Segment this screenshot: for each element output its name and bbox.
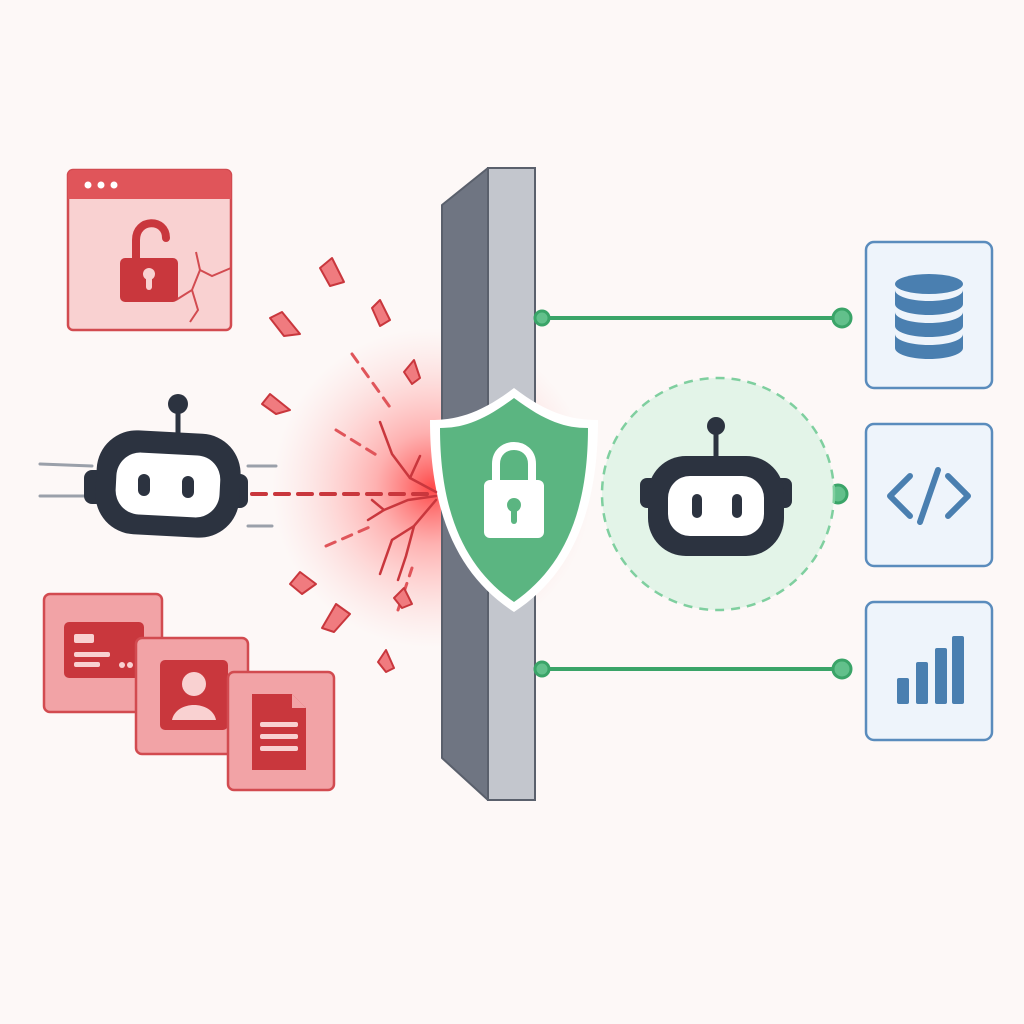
shards bbox=[261, 257, 421, 673]
code-icon bbox=[887, 467, 971, 525]
leaked-card-credit bbox=[42, 592, 164, 714]
leaked-card-document bbox=[226, 670, 336, 792]
user-profile-icon bbox=[160, 660, 228, 730]
unlocked-padlock-icon bbox=[120, 219, 178, 302]
compromised-window bbox=[66, 168, 233, 332]
credit-card-icon bbox=[64, 622, 144, 678]
service-analytics[interactable] bbox=[864, 600, 994, 742]
leaked-card-profile bbox=[134, 636, 250, 756]
impact-cracks bbox=[366, 420, 438, 582]
service-code[interactable] bbox=[864, 422, 994, 568]
service-database[interactable] bbox=[864, 240, 994, 390]
shield-lock-icon bbox=[430, 388, 598, 612]
database-icon bbox=[895, 274, 963, 359]
attacker-robot-icon bbox=[84, 394, 248, 538]
bar-chart-icon bbox=[897, 636, 964, 704]
trusted-robot-icon bbox=[640, 417, 792, 556]
document-icon bbox=[252, 694, 306, 770]
